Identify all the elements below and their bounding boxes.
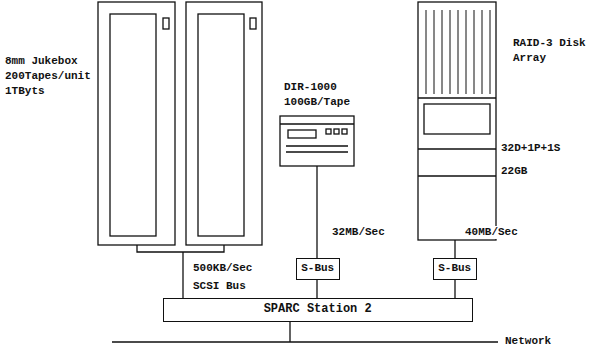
drive-button <box>326 129 331 134</box>
workstation-box: SPARC Station 2 <box>163 298 473 322</box>
disk-array-group: RAID-3 Disk Array 32D+1P+1S 22GB <box>418 0 598 240</box>
tape-drive <box>280 116 354 166</box>
disk-slots <box>426 10 490 94</box>
box-label: S-Bus <box>301 261 334 276</box>
cabinet-door <box>110 14 156 236</box>
drive-button <box>342 129 347 134</box>
device-label: DIR-1000 100GB/Tape <box>284 80 356 110</box>
device-label: 22GB <box>501 164 596 179</box>
annotation-label: SCSI Bus <box>192 280 247 293</box>
jukebox-group: 8mm Jukebox 200Tapes/unit 1TByts <box>5 0 267 252</box>
drive-panel <box>280 124 354 152</box>
bus-box: S-Bus <box>296 258 340 280</box>
jukebox-cabinet <box>186 2 262 245</box>
rate-label: 32MB/Sec <box>331 226 386 239</box>
bus-connector <box>316 280 317 298</box>
bus-connector <box>454 240 455 258</box>
tape-drive-group: DIR-1000 100GB/Tape <box>280 80 356 166</box>
network-line <box>112 322 498 342</box>
bus-connector <box>182 252 183 298</box>
annotation-label: Network <box>504 335 552 348</box>
box-label: S-Bus <box>438 261 471 276</box>
drive-slot <box>288 130 316 138</box>
device-label: 8mm Jukebox 200Tapes/unit 1TByts <box>5 54 95 99</box>
disk-array <box>418 2 496 240</box>
drive-button <box>334 129 339 134</box>
jukebox-cabinet <box>98 2 175 245</box>
rate-label: 40MB/Sec <box>464 226 519 239</box>
device-label: 32D+1P+1S <box>501 141 596 156</box>
array-panel <box>424 104 490 134</box>
annotation-label: 500KB/Sec <box>192 262 253 275</box>
bus-box: S-Bus <box>433 258 477 280</box>
cabinet-door <box>198 14 244 236</box>
bus-connector <box>316 166 317 258</box>
bus-connector <box>454 280 455 298</box>
device-label: RAID-3 Disk Array <box>513 36 587 66</box>
cabinet-indicator <box>250 18 256 29</box>
array-divider <box>418 149 496 176</box>
cabinet-indicator <box>163 18 169 29</box>
box-label: SPARC Station 2 <box>264 302 372 317</box>
array-divider <box>418 97 496 98</box>
scsi-wire <box>137 245 224 252</box>
